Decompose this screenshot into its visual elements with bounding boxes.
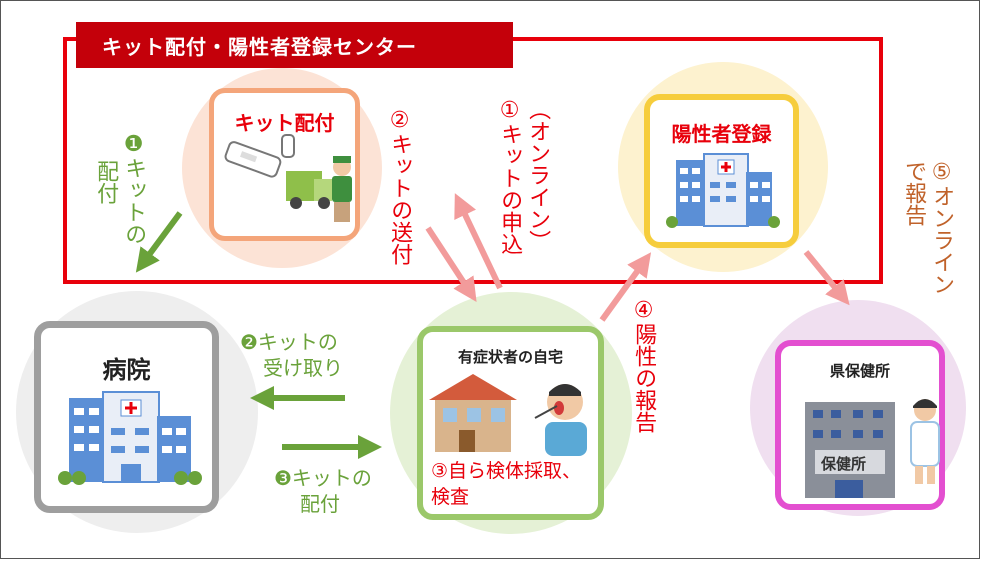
kit-distribution-title: キット配付 bbox=[234, 111, 335, 135]
positive-registration-title: 陽性者登録 bbox=[671, 122, 772, 146]
step3-label-line2: 配付 bbox=[300, 492, 340, 516]
step5-label-line2: で報告 bbox=[901, 160, 927, 226]
health-center-sign: 保健所 bbox=[821, 455, 867, 473]
arrow-apply-kit bbox=[454, 193, 503, 290]
health-center-card: 県保健所 保健所 bbox=[775, 340, 945, 510]
hospital-card: 病院 bbox=[34, 321, 219, 513]
step2-receive-line2: 受け取り bbox=[263, 356, 343, 380]
kit-test-icon bbox=[224, 134, 295, 178]
arrow-kit-to-hospital bbox=[135, 211, 183, 273]
positive-registration-card: 陽性者登録 bbox=[644, 94, 799, 248]
step2-label: ②キットの送付 bbox=[387, 108, 413, 265]
center-banner: キット配付・陽性者登録センター bbox=[76, 22, 513, 68]
home-caption-line1: ③自ら検体採取、 bbox=[431, 460, 582, 482]
arrow-report-online bbox=[803, 250, 850, 306]
kit-distribution-card: キット配付 bbox=[209, 88, 360, 241]
nurse-icon bbox=[910, 399, 940, 484]
step4-label: ④陽性の報告 bbox=[631, 298, 657, 433]
step3-label-line1: ❸キットの bbox=[274, 466, 372, 490]
step1-apply-line1: ①キットの申込 bbox=[497, 98, 523, 255]
delivery-truck-icon bbox=[286, 156, 352, 222]
arrow-send-kit bbox=[425, 226, 477, 303]
arrow-report-positive bbox=[599, 252, 652, 322]
step2-receive-line1: ❷キットの bbox=[240, 330, 338, 354]
health-center-title: 県保健所 bbox=[829, 362, 890, 380]
step1-apply-line2: （オンライン） bbox=[525, 98, 551, 252]
home-card: 有症状者の自宅 ③自ら検体採取、 検査 bbox=[417, 326, 604, 520]
hospital-building-icon bbox=[666, 153, 780, 228]
step1-label-line2: 配付 bbox=[93, 160, 119, 204]
person-swab-icon bbox=[534, 384, 587, 456]
hospital-building-icon bbox=[58, 391, 202, 485]
home-caption-line2: 検査 bbox=[431, 486, 470, 508]
step1-label-line1: ❶キットの bbox=[121, 132, 147, 245]
home-title: 有症状者の自宅 bbox=[457, 348, 563, 366]
house-icon bbox=[429, 374, 517, 452]
step5-label-line1: ⑤オンライン bbox=[929, 160, 955, 295]
health-center-building-icon bbox=[805, 402, 895, 498]
hospital-title: 病院 bbox=[102, 356, 151, 384]
